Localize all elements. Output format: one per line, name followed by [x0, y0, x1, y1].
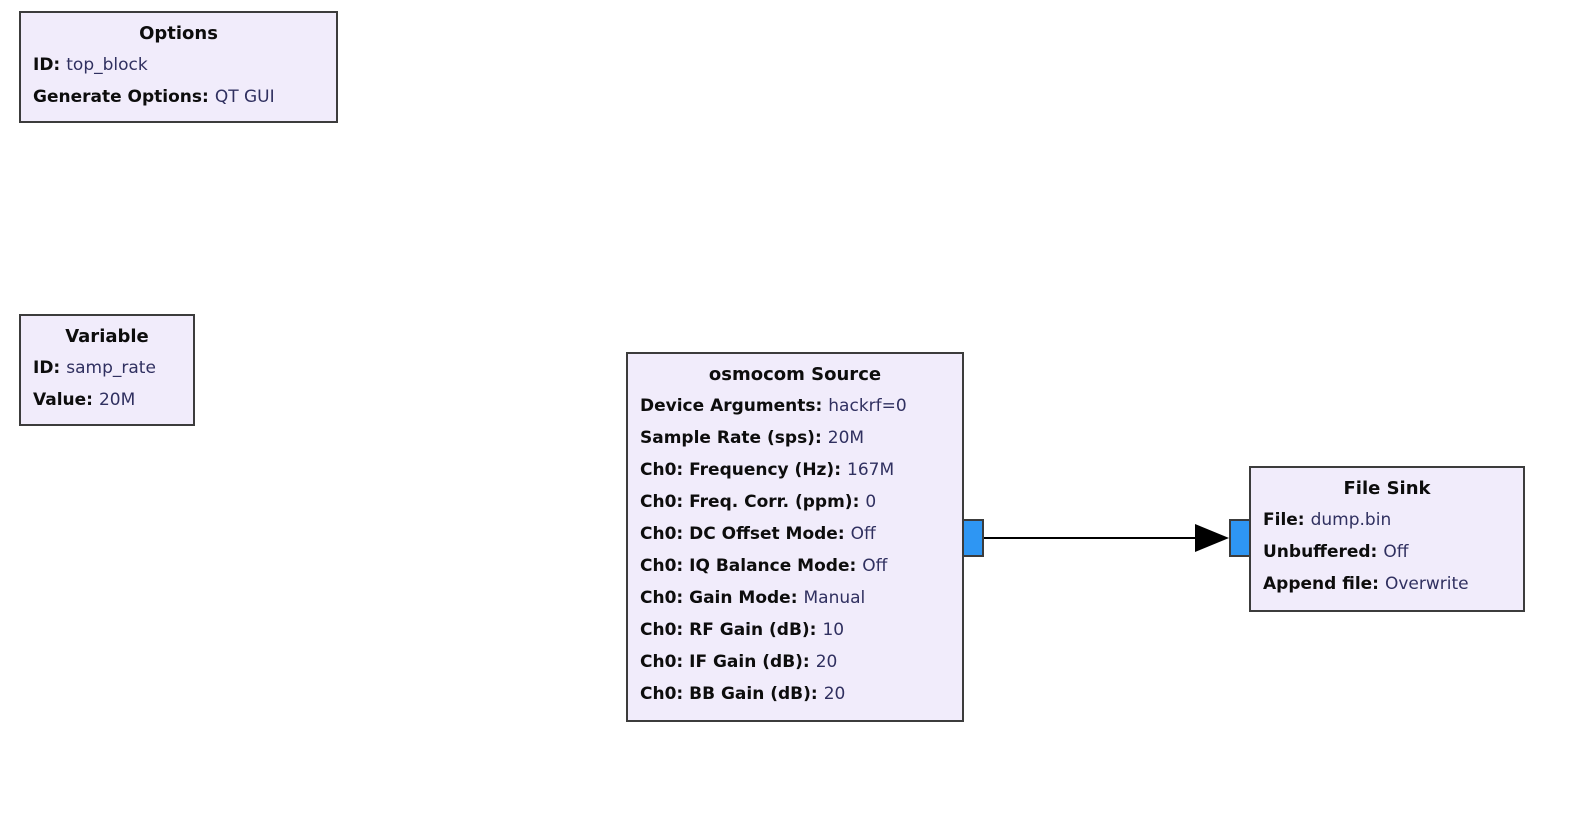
param-row: Device Arguments:hackrf=0: [628, 390, 962, 422]
param-label: ID:: [33, 358, 61, 378]
param-label: Ch0: DC Offset Mode:: [640, 524, 845, 544]
param-row: Ch0: IQ Balance Mode:Off: [628, 550, 962, 582]
param-value: 20M: [827, 428, 865, 448]
block-osmocom-source[interactable]: osmocom Source Device Arguments:hackrf=0…: [626, 352, 964, 722]
param-label: Ch0: IF Gain (dB):: [640, 652, 810, 672]
param-label: Ch0: Frequency (Hz):: [640, 460, 842, 480]
param-value: 10: [822, 620, 845, 640]
block-options[interactable]: Options ID:top_block Generate Options:QT…: [19, 11, 338, 123]
param-value: 167M: [847, 460, 895, 480]
file-sink-input-port[interactable]: [1229, 519, 1251, 557]
block-title: Variable: [65, 326, 149, 347]
param-label: Value:: [33, 390, 93, 410]
param-row: Sample Rate (sps):20M: [628, 422, 962, 454]
block-title: Options: [139, 23, 218, 44]
param-value: 20: [815, 652, 838, 672]
param-label: Ch0: Freq. Corr. (ppm):: [640, 492, 860, 512]
param-row: File:dump.bin: [1251, 504, 1523, 536]
param-label: ID:: [33, 55, 61, 75]
param-value: Off: [862, 556, 888, 576]
param-label: Ch0: RF Gain (dB):: [640, 620, 817, 640]
param-label: Ch0: BB Gain (dB):: [640, 684, 818, 704]
param-value: QT GUI: [214, 87, 275, 107]
param-row: Ch0: DC Offset Mode:Off: [628, 518, 962, 550]
param-row: Unbuffered:Off: [1251, 536, 1523, 568]
param-label: Unbuffered:: [1263, 542, 1378, 562]
block-variable[interactable]: Variable ID:samp_rate Value:20M: [19, 314, 195, 426]
param-row: ID:samp_rate: [21, 352, 193, 384]
param-row: Ch0: IF Gain (dB):20: [628, 646, 962, 678]
block-title: osmocom Source: [708, 364, 882, 385]
param-value: Off: [850, 524, 876, 544]
param-row: Append file:Overwrite: [1251, 568, 1523, 600]
connection-wire[interactable]: [984, 537, 1197, 539]
param-row: Ch0: Freq. Corr. (ppm):0: [628, 486, 962, 518]
param-value: top_block: [66, 55, 148, 75]
param-label: Ch0: IQ Balance Mode:: [640, 556, 857, 576]
param-value: Off: [1383, 542, 1409, 562]
param-label: Sample Rate (sps):: [640, 428, 822, 448]
param-value: 20M: [98, 390, 136, 410]
param-label: Ch0: Gain Mode:: [640, 588, 798, 608]
param-value: Manual: [803, 588, 866, 608]
param-label: Generate Options:: [33, 87, 209, 107]
block-title: File Sink: [1343, 478, 1431, 499]
param-label: Device Arguments:: [640, 396, 823, 416]
block-file-sink[interactable]: File Sink File:dump.bin Unbuffered:Off A…: [1249, 466, 1525, 612]
param-value: 20: [823, 684, 846, 704]
connection-arrowhead-icon[interactable]: [1195, 524, 1229, 552]
param-label: File:: [1263, 510, 1305, 530]
param-value: dump.bin: [1310, 510, 1392, 530]
param-row: Generate Options:QT GUI: [21, 81, 336, 113]
param-row: Ch0: RF Gain (dB):10: [628, 614, 962, 646]
param-value: 0: [865, 492, 877, 512]
param-value: Overwrite: [1384, 574, 1469, 594]
param-row: ID:top_block: [21, 49, 336, 81]
param-row: Value:20M: [21, 384, 193, 416]
param-row: Ch0: Frequency (Hz):167M: [628, 454, 962, 486]
param-row: Ch0: Gain Mode:Manual: [628, 582, 962, 614]
param-label: Append file:: [1263, 574, 1379, 594]
param-row: Ch0: BB Gain (dB):20: [628, 678, 962, 710]
param-value: hackrf=0: [828, 396, 907, 416]
osmocom-source-output-port[interactable]: [962, 519, 984, 557]
param-value: samp_rate: [66, 358, 156, 378]
